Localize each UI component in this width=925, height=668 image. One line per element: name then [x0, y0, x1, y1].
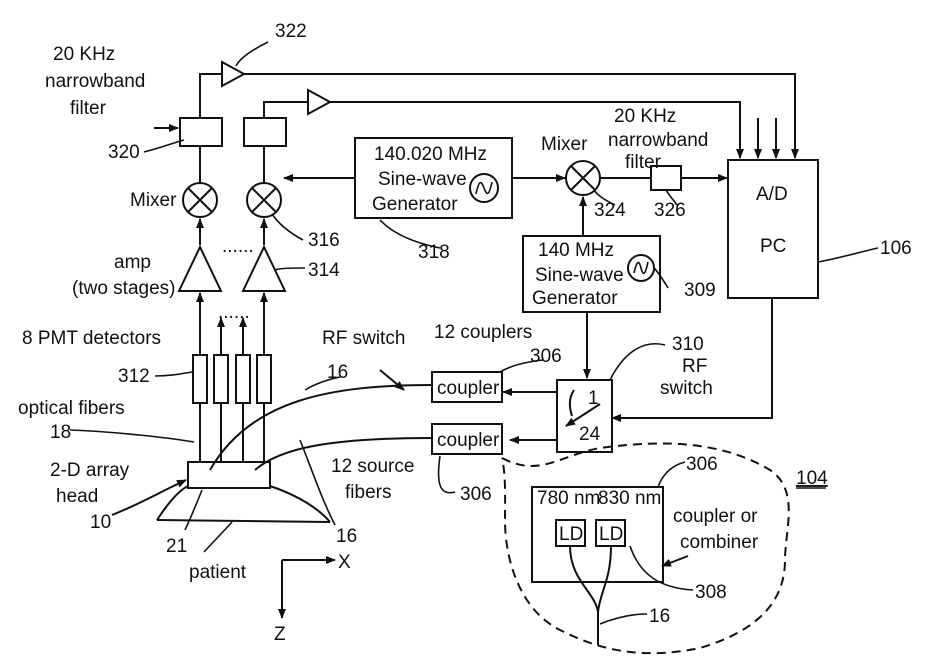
gen-140020-line1: 140.020 MHz	[374, 144, 487, 165]
ref-306-a: 306	[530, 346, 562, 367]
laser-diode-2-label: LD	[599, 524, 623, 545]
combiner-label-line2: combiner	[680, 532, 759, 553]
coupler-lower-label: coupler	[437, 430, 500, 451]
head-label-line1: 2-D array	[50, 460, 130, 481]
ref-324: 324	[594, 200, 626, 221]
rf-switch-top-label: RF switch	[322, 328, 405, 349]
filter-20k-left-line2: narrowband	[45, 71, 145, 92]
gen-140-line1: 140 MHz	[538, 240, 614, 261]
ref-306-c: 306	[686, 454, 718, 475]
ref-314: 314	[308, 260, 340, 281]
right-filter-box	[651, 166, 727, 190]
ad-label: A/D	[756, 184, 788, 205]
source-fibers-line1: 12 source	[331, 456, 414, 477]
array-head	[188, 462, 270, 488]
mixer-left-label: Mixer	[130, 190, 177, 211]
axis-z-label: Z	[274, 624, 286, 645]
pc-label: PC	[760, 236, 786, 257]
rf-switch-label-line2: switch	[660, 378, 713, 399]
amp-label-line1: amp	[114, 252, 151, 273]
axis-x-label: X	[338, 552, 351, 573]
pmt-detectors-label: 8 PMT detectors	[22, 328, 161, 349]
source-fibers-line2: fibers	[345, 482, 391, 503]
ref-318: 318	[418, 242, 450, 263]
switch-position-1: 1	[588, 388, 599, 409]
ref-310: 310	[672, 334, 704, 355]
coupler-upper-label: coupler	[437, 378, 500, 399]
dots-between-pmts: ......	[218, 302, 250, 323]
laser-diode-1-label: LD	[559, 524, 583, 545]
combiner-label-line1: coupler or	[673, 506, 758, 527]
gen-140-line3: Generator	[532, 288, 618, 309]
gen-140020-line3: Generator	[372, 194, 458, 215]
ref-18: 18	[50, 422, 71, 443]
patient-outline	[157, 486, 330, 522]
head-label-line2: head	[56, 486, 98, 507]
gen-140020-line2: Sine-wave	[378, 169, 467, 190]
switch-position-24: 24	[579, 424, 601, 445]
filter-20k-right-line3: filter	[625, 152, 662, 173]
ref-306-b: 306	[460, 484, 492, 505]
wavelength-780: 780 nm	[537, 488, 600, 509]
ref-16-b: 16	[336, 526, 357, 547]
left-amp	[179, 247, 221, 291]
rf-switch-label-line1: RF	[682, 356, 707, 377]
axis-arrows	[282, 560, 335, 618]
amp-label-line2: (two stages)	[72, 278, 175, 299]
dots-between-mixers: ......	[222, 236, 254, 257]
ref-16-a: 16	[327, 362, 348, 383]
filter-20k-left-line1: 20 KHz	[53, 44, 115, 65]
second-filter-box	[244, 118, 286, 146]
filter-20k-right-line2: narrowband	[608, 130, 708, 151]
ref-316: 316	[308, 230, 340, 251]
ref-104: 104	[796, 468, 828, 489]
left-mixer	[183, 146, 217, 245]
optical-fibers-label: optical fibers	[18, 398, 125, 419]
ref-320: 320	[108, 142, 140, 163]
ref-312: 312	[118, 366, 150, 387]
ad-input-arrows	[758, 118, 776, 158]
ref-308: 308	[695, 582, 727, 603]
wavelength-830: 830 nm	[598, 488, 661, 509]
ref-21: 21	[166, 536, 187, 557]
pmt-detectors	[193, 355, 271, 462]
filter-20k-right-line1: 20 KHz	[614, 106, 676, 127]
ref-16-c: 16	[649, 606, 670, 627]
ref-322: 322	[275, 21, 307, 42]
left-filter-box	[180, 118, 222, 146]
mixer-right-label: Mixer	[541, 134, 588, 155]
ref-326: 326	[654, 200, 686, 221]
couplers-12-label: 12 couplers	[434, 322, 532, 343]
ref-309: 309	[684, 280, 716, 301]
patient-label: patient	[189, 562, 247, 583]
second-mixer	[247, 146, 281, 245]
gen-140-line2: Sine-wave	[535, 265, 624, 286]
filter-20k-left-line3: filter	[70, 98, 107, 119]
ref-10: 10	[90, 512, 111, 533]
ref-106: 106	[880, 238, 912, 259]
